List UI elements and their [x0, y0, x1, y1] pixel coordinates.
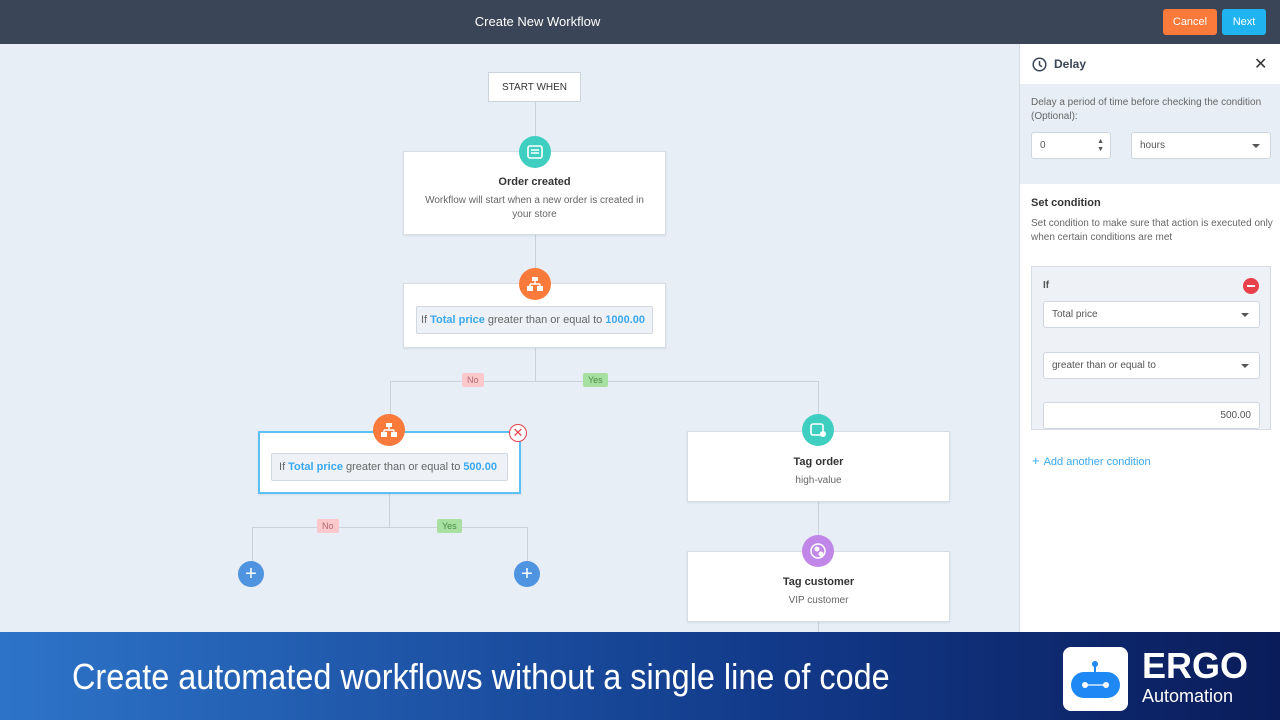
next-button[interactable]: Next — [1222, 9, 1266, 35]
delay-unit-select[interactable]: hours — [1131, 132, 1271, 159]
no-branch-label: No — [462, 373, 484, 387]
order-icon — [519, 136, 551, 168]
delay-description: Delay a period of time before checking t… — [1031, 97, 1262, 122]
trigger-title: Order created — [498, 176, 571, 188]
header-bar: Create New Workflow Cancel Next — [0, 0, 1280, 44]
yes-branch-label: Yes — [583, 373, 608, 387]
logo-sub: Automation — [1142, 686, 1234, 706]
add-step-button[interactable]: + — [514, 561, 540, 587]
tagline: Create automated workflows without a sin… — [72, 656, 890, 697]
branch-icon — [519, 268, 551, 300]
cancel-button[interactable]: Cancel — [1163, 9, 1217, 35]
tag-order-desc: high-value — [795, 475, 842, 486]
add-condition-link[interactable]: +Add another condition — [1032, 453, 1151, 468]
delete-node-icon[interactable]: ✕ — [509, 424, 527, 442]
clock-icon — [1032, 57, 1047, 77]
branch-icon — [373, 414, 405, 446]
operator-select[interactable]: greater than or equal to — [1043, 352, 1260, 379]
plus-icon: + — [1032, 453, 1040, 468]
remove-condition-icon[interactable] — [1243, 278, 1259, 294]
set-condition-desc: Set condition to make sure that action i… — [1031, 218, 1273, 243]
tag-customer-desc: VIP customer — [788, 595, 849, 606]
trigger-desc: Workflow will start when a new order is … — [425, 195, 644, 220]
add-step-button[interactable]: + — [238, 561, 264, 587]
no-branch-label: No — [317, 519, 339, 533]
stepper-icon[interactable]: ▲▼ — [1097, 138, 1104, 153]
customer-icon — [802, 535, 834, 567]
condition-box: If Total price greater than or equal to … — [1031, 266, 1271, 430]
ergo-logo-icon — [1063, 647, 1128, 711]
delay-section: Delay a period of time before checking t… — [1020, 84, 1280, 184]
tag-customer-title: Tag customer — [782, 576, 855, 588]
set-condition-title: Set condition — [1031, 197, 1101, 209]
start-when-node[interactable]: START WHEN — [488, 72, 581, 102]
if-label: If — [1043, 280, 1050, 291]
yes-branch-label: Yes — [437, 519, 462, 533]
delay-value-input[interactable]: 0▲▼ — [1031, 132, 1111, 159]
logo-name: ERGO — [1142, 645, 1249, 686]
delay-panel: Delay ✕ Delay a period of time before ch… — [1019, 44, 1280, 632]
tag-order-title: Tag order — [793, 456, 844, 468]
value-input[interactable]: 500.00 — [1043, 402, 1260, 429]
promo-banner: Create automated workflows without a sin… — [0, 632, 1280, 720]
panel-title: Delay — [1054, 57, 1087, 71]
page-title: Create New Workflow — [474, 14, 601, 29]
close-icon[interactable]: ✕ — [1254, 56, 1268, 73]
field-select[interactable]: Total price — [1043, 301, 1260, 328]
tag-order-icon — [802, 414, 834, 446]
